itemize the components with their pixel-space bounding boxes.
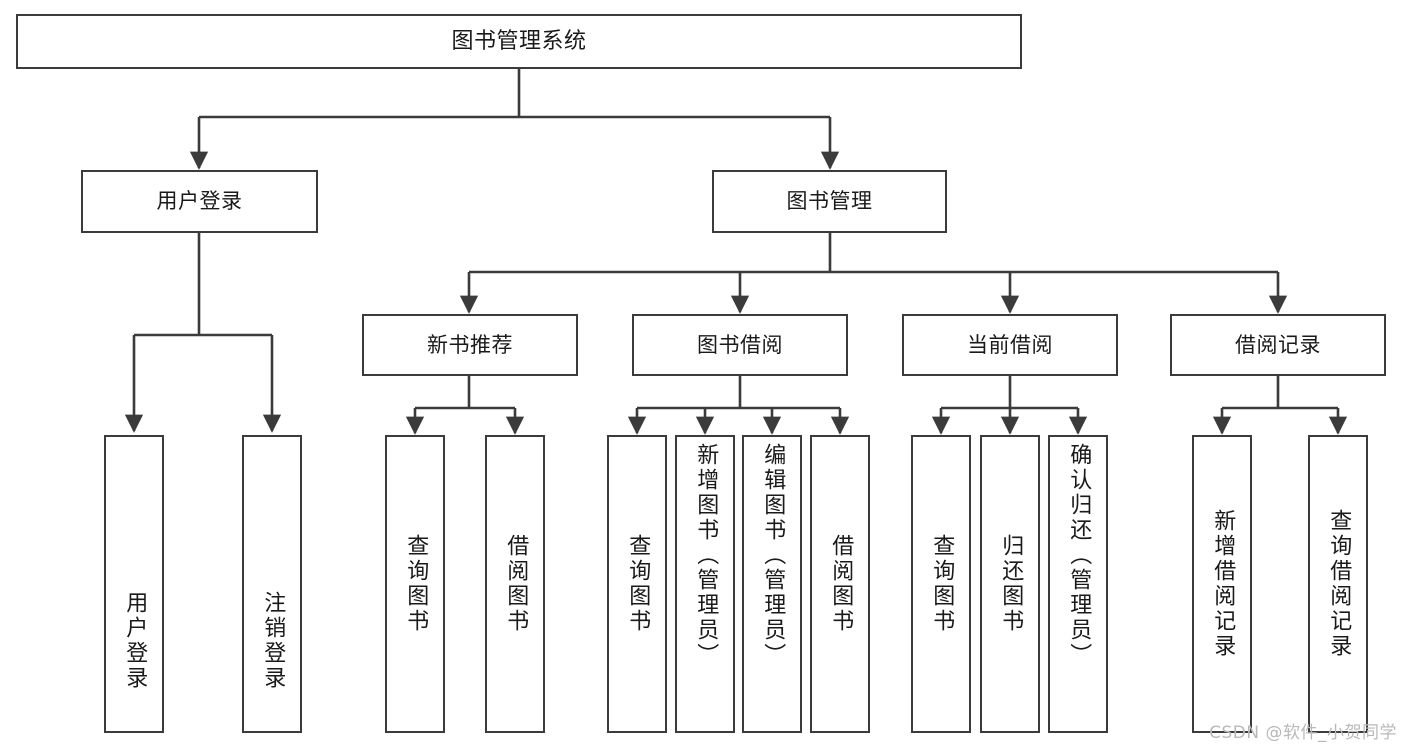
node-label: 新书推荐 <box>427 332 513 357</box>
node-book-management[interactable]: 图书管理 <box>712 170 947 233</box>
node-label: 借阅记录 <box>1235 332 1321 357</box>
node-root-library-system[interactable]: 图书管理系统 <box>16 14 1022 69</box>
node-label: 用户登录 <box>156 189 243 214</box>
node-label: 新增图书（管理员） <box>693 443 719 668</box>
node-leaf-return-books[interactable]: 归还图书 <box>980 435 1040 733</box>
node-label: 编辑图书（管理员） <box>760 443 786 668</box>
node-current-borrowing[interactable]: 当前借阅 <box>902 314 1118 376</box>
node-leaf-query-books-borrow[interactable]: 查询图书 <box>607 435 667 733</box>
node-label: 图书借阅 <box>697 332 783 357</box>
node-label: 借阅图书 <box>828 534 854 634</box>
node-label: 图书管理 <box>786 189 873 214</box>
node-leaf-user-login[interactable]: 用户登录 <box>104 435 164 733</box>
node-leaf-borrow-books-rec[interactable]: 借阅图书 <box>485 435 545 733</box>
node-leaf-query-books-rec[interactable]: 查询图书 <box>385 435 445 733</box>
node-label: 归还图书 <box>998 534 1024 634</box>
node-leaf-query-books-current[interactable]: 查询图书 <box>911 435 971 733</box>
node-leaf-edit-book-admin[interactable]: 编辑图书（管理员） <box>742 435 802 733</box>
node-leaf-logout[interactable]: 注销登录 <box>242 435 302 733</box>
node-label: 查询图书 <box>625 534 651 634</box>
node-label: 注销登录 <box>260 591 286 691</box>
node-label: 当前借阅 <box>967 332 1053 357</box>
node-label: 图书管理系统 <box>451 28 587 54</box>
node-label: 查询借阅记录 <box>1326 509 1352 659</box>
node-leaf-query-borrow-record[interactable]: 查询借阅记录 <box>1308 435 1368 733</box>
node-label: 查询图书 <box>403 534 429 634</box>
node-book-borrowing[interactable]: 图书借阅 <box>632 314 848 376</box>
node-borrowing-record[interactable]: 借阅记录 <box>1170 314 1386 376</box>
watermark-text: CSDN @软件_小贺同学 <box>1209 723 1397 743</box>
node-label: 用户登录 <box>122 591 148 691</box>
node-label: 确认归还（管理员） <box>1066 443 1092 668</box>
node-leaf-add-borrow-record[interactable]: 新增借阅记录 <box>1192 435 1252 733</box>
node-label: 借阅图书 <box>503 534 529 634</box>
node-leaf-borrow-books[interactable]: 借阅图书 <box>810 435 870 733</box>
node-leaf-add-book-admin[interactable]: 新增图书（管理员） <box>675 435 735 733</box>
node-leaf-confirm-return-admin[interactable]: 确认归还（管理员） <box>1048 435 1108 733</box>
node-label: 查询图书 <box>929 534 955 634</box>
node-new-book-recommendation[interactable]: 新书推荐 <box>362 314 578 376</box>
node-label: 新增借阅记录 <box>1210 509 1236 659</box>
node-user-login[interactable]: 用户登录 <box>81 170 318 233</box>
